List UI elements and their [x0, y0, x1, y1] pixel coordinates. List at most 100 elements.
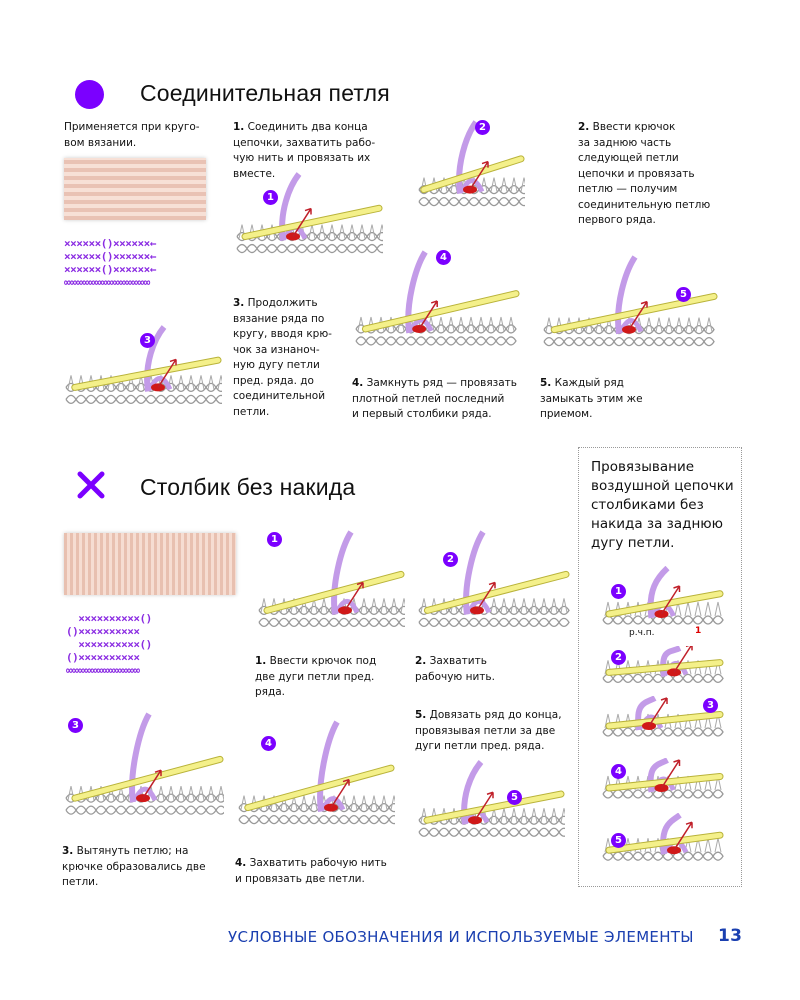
illustration: 4: [599, 758, 724, 808]
stitch-column: [500, 598, 508, 613]
stitch: [95, 805, 107, 815]
stitch: [288, 617, 300, 628]
stitch: [115, 805, 127, 815]
crochet-drawing: [602, 696, 724, 737]
stitch: [508, 605, 520, 616]
step-badge: 1: [263, 190, 278, 205]
stitch: [703, 337, 715, 347]
stitch-column: [490, 598, 498, 613]
step-text: 1. Ввести крючок под две дуги петли пред…: [255, 655, 377, 698]
stitch: [248, 814, 260, 825]
stitch: [326, 231, 338, 242]
stitch: [435, 324, 447, 334]
yarn: [279, 172, 302, 241]
arrow: [673, 646, 693, 673]
stitch-column: [360, 795, 368, 810]
stitch: [508, 184, 520, 195]
stitch-column: [520, 177, 525, 192]
illustration: 1 р.ч.п. 1: [599, 566, 724, 641]
stitch: [155, 793, 167, 803]
stitch: [652, 615, 664, 625]
stitch-column: [695, 317, 703, 332]
stitch: [346, 231, 358, 242]
step-text: 2. Ввести крючок за заднюю часть следующ…: [578, 121, 711, 226]
stitch-column: [308, 224, 316, 239]
stitch: [105, 793, 117, 803]
stitch-column: [197, 786, 205, 801]
stitch: [165, 793, 177, 803]
stitch-column: [217, 375, 222, 390]
stitch: [75, 394, 87, 405]
stitch-column: [400, 598, 405, 613]
stitch: [376, 243, 383, 254]
stitch: [488, 827, 500, 837]
crochet-drawing: [543, 255, 718, 347]
stitch: [195, 805, 207, 815]
stitch: [558, 617, 570, 628]
stitch: [623, 337, 635, 347]
loop-highlight: [470, 606, 484, 615]
stitch: [298, 814, 310, 825]
hook: [242, 205, 382, 240]
stitch-column: [378, 224, 383, 239]
stitch-column: [338, 224, 346, 239]
stitch-column: [467, 316, 475, 332]
stitch: [445, 324, 457, 334]
stitch: [95, 394, 107, 405]
stitch: [85, 805, 97, 815]
stitch-column: [655, 317, 663, 332]
stitch: [702, 851, 714, 861]
stitch: [548, 815, 560, 825]
stitch: [238, 814, 250, 825]
stitch: [692, 615, 704, 625]
stitch-column: [510, 808, 518, 823]
stitch: [488, 184, 500, 195]
stitch-column: [675, 317, 683, 332]
stitch: [448, 827, 460, 837]
step-badge: 2: [611, 650, 626, 665]
stitch: [185, 382, 197, 393]
stitch: [105, 805, 117, 815]
stitch: [465, 324, 477, 334]
step-text: 4. Замкнуть ряд — провязать плотной петл…: [352, 377, 517, 420]
loop-highlight: [338, 606, 352, 615]
hook: [551, 293, 717, 333]
stitch: [115, 793, 127, 803]
stitch: [306, 243, 318, 254]
stitch: [175, 805, 187, 815]
stitch: [498, 605, 510, 616]
stitch-column: [187, 786, 195, 801]
stitch: [495, 336, 507, 346]
stitch: [135, 805, 147, 815]
stitch: [185, 805, 197, 815]
stitch: [682, 673, 694, 684]
stitch: [338, 814, 350, 825]
stitch: [415, 336, 427, 346]
stitch: [505, 324, 517, 334]
stitch: [175, 793, 187, 803]
stitch: [508, 827, 520, 837]
stitch: [622, 673, 634, 684]
sidebar-box: Провязывание воздушной цепочки столбикам…: [578, 447, 742, 887]
page-number: 13: [718, 926, 743, 946]
stitch: [682, 851, 694, 861]
stitch: [642, 851, 654, 861]
stitch-column: [380, 795, 388, 810]
stitch: [308, 605, 320, 616]
stitch: [468, 617, 480, 628]
stitch: [105, 394, 117, 405]
crochet-drawing: [418, 530, 570, 628]
stitch-column: [437, 316, 445, 332]
hook: [424, 791, 564, 823]
stitch: [258, 617, 270, 628]
step-badge: 4: [436, 250, 451, 265]
stitch: [632, 615, 644, 625]
arrow: [628, 300, 648, 331]
stitch-column: [177, 375, 185, 390]
stitch: [548, 605, 560, 616]
stitch: [458, 827, 470, 837]
hook: [606, 660, 723, 675]
stitch: [508, 196, 520, 207]
crochet-drawing: [258, 530, 405, 628]
stitch: [465, 336, 477, 346]
